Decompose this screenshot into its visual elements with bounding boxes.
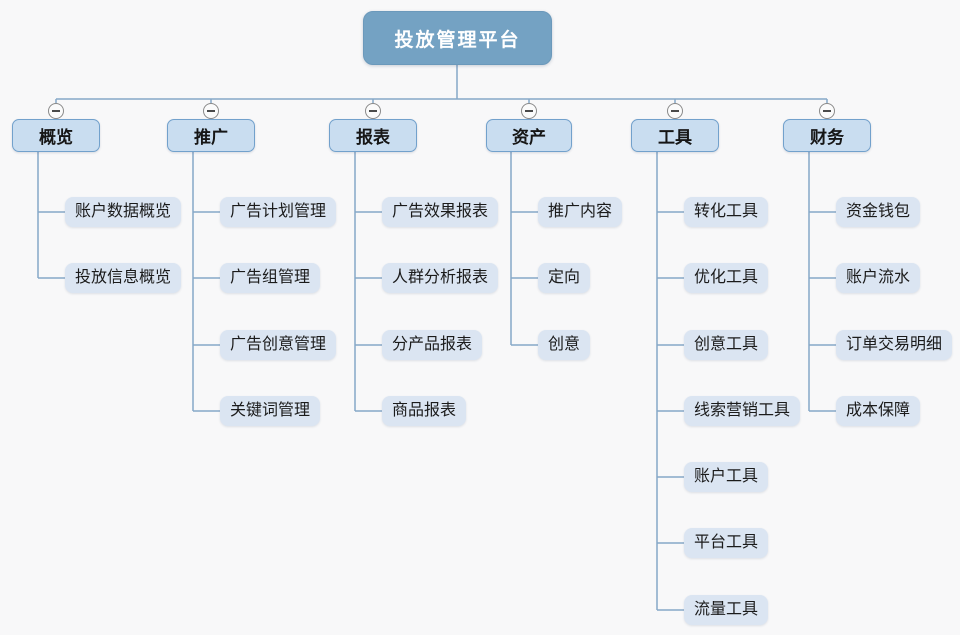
leaf-node-traffic-tools[interactable]: 流量工具 bbox=[684, 595, 769, 625]
leaf-node-ad-effect-report[interactable]: 广告效果报表 bbox=[382, 197, 499, 227]
collapse-minus-icon-reports[interactable] bbox=[365, 103, 381, 119]
leaf-node-ad-group-management[interactable]: 广告组管理 bbox=[220, 263, 321, 293]
branch-node-finance[interactable]: 财务 bbox=[783, 119, 871, 152]
leaf-node-audience-analysis-report[interactable]: 人群分析报表 bbox=[382, 263, 499, 293]
branch-connector-overview bbox=[37, 152, 65, 279]
collapse-minus-icon-tools[interactable] bbox=[667, 103, 683, 119]
leaf-node-creative-tools[interactable]: 创意工具 bbox=[684, 330, 769, 360]
leaf-node-ad-creative-management[interactable]: 广告创意管理 bbox=[220, 330, 337, 360]
branch-connector-reports bbox=[354, 152, 382, 412]
trunk-connector bbox=[55, 63, 828, 103]
leaf-node-promotion-content[interactable]: 推广内容 bbox=[538, 197, 623, 227]
leaf-node-lead-marketing-tools[interactable]: 线索营销工具 bbox=[684, 396, 801, 426]
leaf-node-order-transaction-details[interactable]: 订单交易明细 bbox=[836, 330, 953, 360]
branch-node-overview[interactable]: 概览 bbox=[12, 119, 100, 152]
leaf-node-account-transactions[interactable]: 账户流水 bbox=[836, 263, 921, 293]
leaf-node-targeting[interactable]: 定向 bbox=[538, 263, 591, 293]
root-node-platform[interactable]: 投放管理平台 bbox=[363, 11, 552, 65]
branch-connector-tools bbox=[656, 152, 684, 611]
leaf-node-account-tools[interactable]: 账户工具 bbox=[684, 462, 769, 492]
branch-node-assets[interactable]: 资产 bbox=[486, 119, 572, 152]
leaf-node-by-product-report[interactable]: 分产品报表 bbox=[382, 330, 483, 360]
leaf-node-conversion-tools[interactable]: 转化工具 bbox=[684, 197, 769, 227]
branch-connector-assets bbox=[510, 152, 538, 346]
collapse-minus-icon-overview[interactable] bbox=[48, 103, 64, 119]
branch-connector-finance bbox=[808, 152, 836, 412]
branch-node-reports[interactable]: 报表 bbox=[329, 119, 417, 152]
leaf-node-goods-report[interactable]: 商品报表 bbox=[382, 396, 467, 426]
leaf-node-ad-plan-management[interactable]: 广告计划管理 bbox=[220, 197, 337, 227]
leaf-node-account-data-overview[interactable]: 账户数据概览 bbox=[65, 197, 182, 227]
leaf-node-delivery-info-overview[interactable]: 投放信息概览 bbox=[65, 263, 182, 293]
collapse-minus-icon-assets[interactable] bbox=[521, 103, 537, 119]
leaf-node-creative[interactable]: 创意 bbox=[538, 330, 591, 360]
collapse-minus-icon-promotion[interactable] bbox=[203, 103, 219, 119]
branch-connector-promotion bbox=[192, 152, 220, 412]
branch-node-promotion[interactable]: 推广 bbox=[167, 119, 255, 152]
branch-node-tools[interactable]: 工具 bbox=[631, 119, 719, 152]
collapse-minus-icon-finance[interactable] bbox=[819, 103, 835, 119]
leaf-node-platform-tools[interactable]: 平台工具 bbox=[684, 528, 769, 558]
leaf-node-cost-guarantee[interactable]: 成本保障 bbox=[836, 396, 921, 426]
leaf-node-optimization-tools[interactable]: 优化工具 bbox=[684, 263, 769, 293]
leaf-node-funds-wallet[interactable]: 资金钱包 bbox=[836, 197, 921, 227]
leaf-node-keyword-management[interactable]: 关键词管理 bbox=[220, 396, 321, 426]
